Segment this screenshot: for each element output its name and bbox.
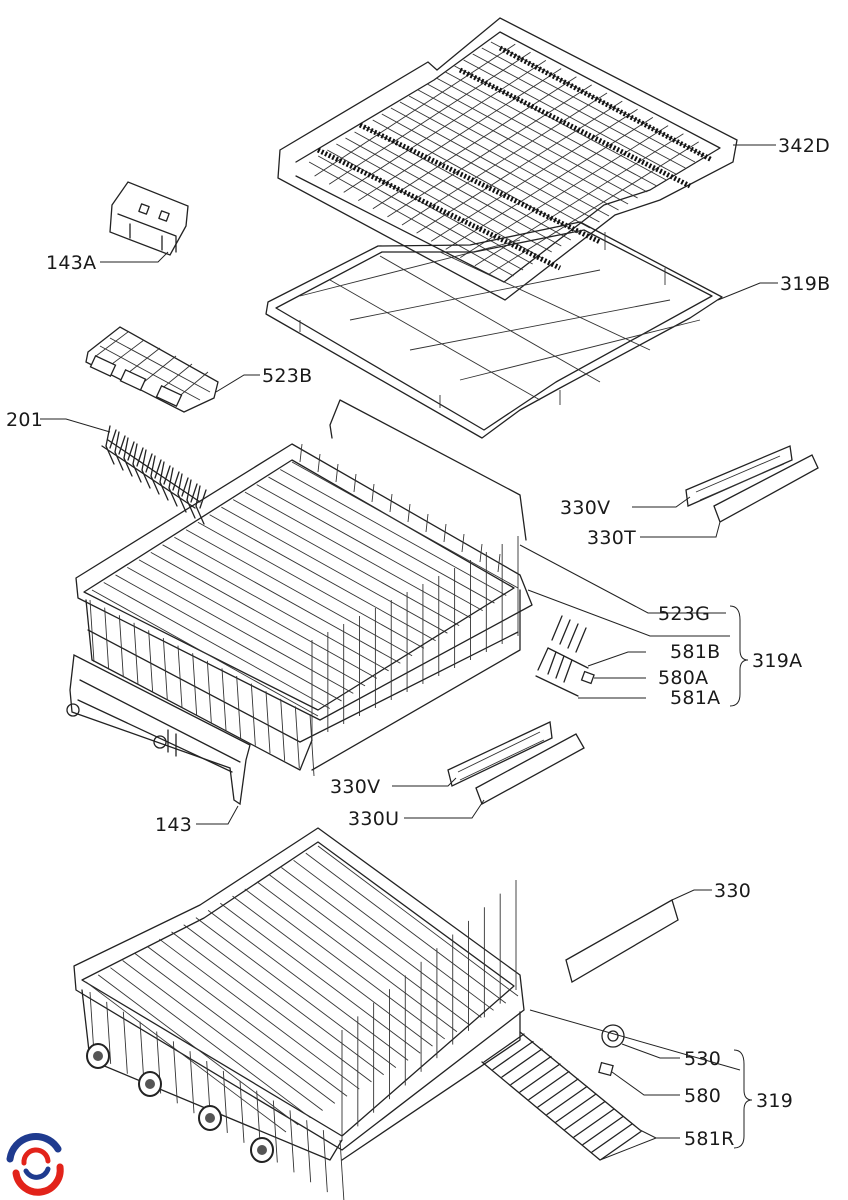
label-523B: 523B bbox=[262, 365, 313, 387]
part-580A-clip bbox=[580, 670, 595, 685]
part-530-wheel bbox=[601, 1024, 625, 1048]
label-330T: 330T bbox=[587, 527, 636, 549]
brand-swirl-icon bbox=[6, 1133, 64, 1196]
leader-lines bbox=[40, 144, 778, 1161]
part-581A-tines bbox=[535, 647, 579, 697]
part-143-side-rail bbox=[66, 653, 251, 806]
label-143A: 143A bbox=[46, 252, 96, 274]
label-319: 319 bbox=[756, 1090, 793, 1112]
part-523B-fold-rack bbox=[85, 326, 219, 413]
label-330V-upper: 330V bbox=[560, 497, 610, 519]
label-319B: 319B bbox=[780, 273, 831, 295]
label-581A: 581A bbox=[670, 687, 720, 709]
label-523G: 523G bbox=[658, 603, 710, 625]
part-319-lower-basket bbox=[73, 827, 525, 1200]
label-330V-lower: 330V bbox=[330, 776, 380, 798]
label-143: 143 bbox=[155, 814, 192, 836]
part-342D-cutlery-tray bbox=[277, 17, 738, 301]
part-319A-upper-basket bbox=[75, 399, 533, 777]
label-201: 201 bbox=[6, 409, 43, 431]
label-330: 330 bbox=[714, 880, 751, 902]
part-labels: 342D 143A 319B 523B 201 330V 330T 523G 5… bbox=[6, 135, 831, 1150]
label-581B: 581B bbox=[670, 641, 721, 663]
label-342D: 342D bbox=[778, 135, 830, 157]
label-581R: 581R bbox=[684, 1128, 735, 1150]
label-580A: 580A bbox=[658, 667, 708, 689]
part-330V-lower-rail bbox=[447, 721, 553, 787]
label-530: 530 bbox=[684, 1048, 721, 1070]
part-330V-upper-rail bbox=[685, 445, 793, 507]
part-319B-frame bbox=[265, 221, 723, 439]
part-581R-tine-rack bbox=[481, 1031, 642, 1161]
label-330U: 330U bbox=[348, 808, 399, 830]
label-319A: 319A bbox=[752, 650, 802, 672]
part-330T-cover bbox=[713, 454, 819, 523]
part-330-cover bbox=[565, 899, 679, 983]
part-143A-clip bbox=[109, 181, 189, 256]
part-201-tine-row bbox=[101, 425, 207, 525]
part-330U-cover bbox=[475, 733, 585, 805]
part-580-clip bbox=[598, 1061, 614, 1077]
part-581B-tines bbox=[547, 615, 589, 669]
label-580: 580 bbox=[684, 1085, 721, 1107]
